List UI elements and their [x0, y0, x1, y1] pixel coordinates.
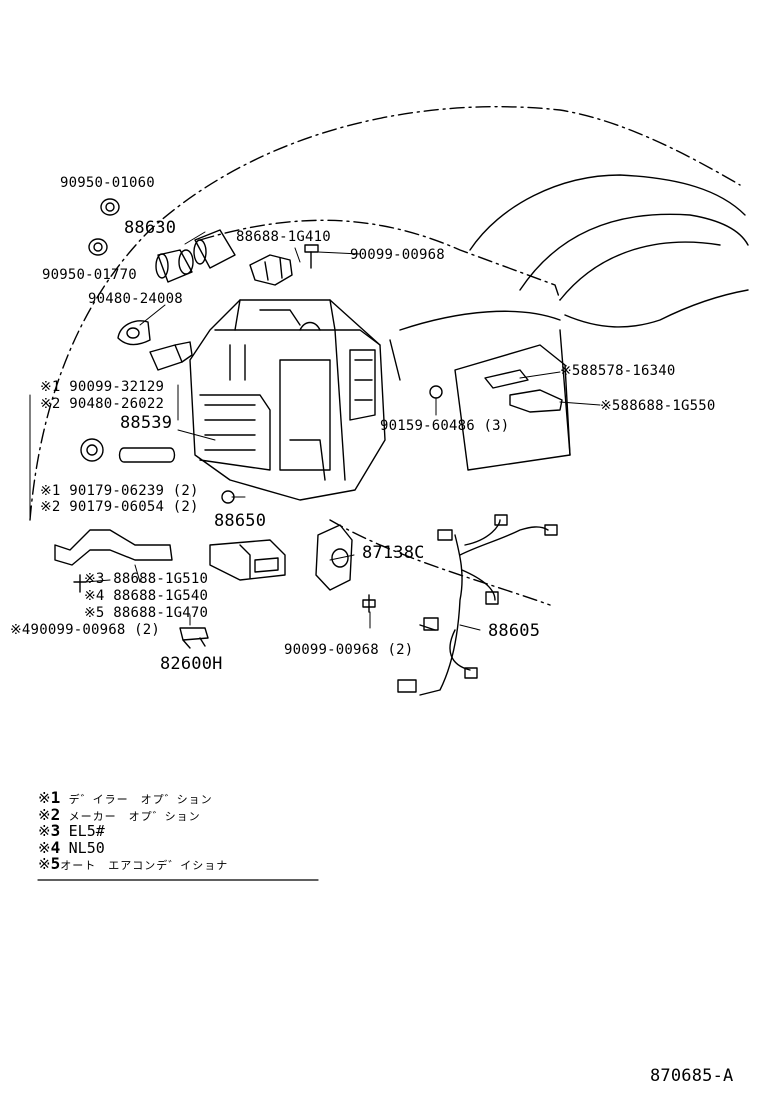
part-88688-1G410-a	[193, 229, 236, 269]
part-88539	[118, 447, 176, 463]
dashboard-outline	[29, 105, 741, 606]
callout-88688-1G550[interactable]: ※588688-1G550	[600, 398, 716, 414]
legend-text: NL50	[68, 838, 105, 857]
part-88688-1G550	[509, 389, 563, 413]
screw-90159-60486	[429, 385, 443, 399]
diagram-code: 870685-A	[650, 1066, 734, 1086]
callout-90099-00968[interactable]: 90099-00968	[350, 247, 445, 263]
callout-88688-1G410[interactable]: 88688-1G410	[236, 229, 331, 245]
part-88650	[209, 539, 286, 581]
callout-90950-01770[interactable]: 90950-01770	[42, 267, 137, 283]
legend-number: 2	[50, 804, 61, 824]
callout-90179-06054[interactable]: ※2 90179-06054 (2)	[40, 499, 199, 515]
callout-88539[interactable]: 88539	[120, 413, 173, 433]
legend-mark: ※	[38, 855, 51, 873]
legend-number: 4	[50, 837, 61, 857]
callout-90159-60486[interactable]: 90159-60486 (3)	[380, 418, 510, 434]
callout-88578-16340[interactable]: ※588578-16340	[560, 363, 676, 379]
callout-87138C[interactable]: 87138C	[362, 543, 425, 563]
wire-harness-88605	[397, 514, 558, 696]
callout-90099-32129[interactable]: ※1 90099-32129	[40, 379, 165, 395]
legend-mark: ※	[38, 838, 51, 857]
callout-88630[interactable]: 88630	[124, 218, 177, 238]
leader-lines	[29, 231, 601, 631]
callout-90099-00968-b[interactable]: 90099-00968 (2)	[284, 642, 414, 658]
legend-row: ※2 メーカー オプ゛ション	[38, 804, 228, 824]
screw-90099-00968-b	[362, 594, 376, 613]
part-82600H	[179, 627, 209, 649]
callout-88688-1G540[interactable]: ※4 88688-1G540	[84, 588, 209, 604]
legend-row: ※5オート エアコンデ゛イショナ	[38, 856, 228, 873]
callout-88650[interactable]: 88650	[214, 511, 267, 531]
callout-88688-1G470[interactable]: ※5 88688-1G470	[84, 605, 209, 621]
bracket-88688-1G510	[54, 529, 173, 593]
part-90480-26022	[80, 438, 104, 462]
legend-number: 5	[50, 854, 61, 873]
legend-row: ※1 デ゛イラー オプ゛ション	[38, 790, 228, 807]
callout-88605[interactable]: 88605	[488, 621, 541, 641]
legend-mark: ※	[38, 805, 51, 824]
legend-row: ※4 NL50	[38, 837, 228, 857]
callout-90480-26022[interactable]: ※2 90480-26022	[40, 396, 165, 412]
part-88630	[155, 249, 194, 283]
legend-text: オート エアコンデ゛イショナ	[60, 859, 229, 872]
part-90950-01060	[100, 198, 120, 216]
screw-90099-00968	[304, 244, 319, 269]
callout-90099-00968-2[interactable]: ※490099-00968 (2)	[10, 622, 160, 638]
footnote-legend: ※1 デ゛イラー オプ゛ション ※2 メーカー オプ゛ション ※3 EL5# ※…	[38, 790, 228, 873]
callout-88688-1G510[interactable]: ※3 88688-1G510	[84, 571, 209, 587]
part-90480-24008	[117, 320, 151, 346]
legend-text: EL5#	[68, 822, 105, 840]
part-90950-01770	[88, 238, 108, 256]
part-88578-16340	[484, 369, 529, 389]
callout-90950-01060[interactable]: 90950-01060	[60, 175, 155, 191]
legend-text: メーカー オプ゛ション	[68, 809, 201, 823]
part-88688-1G410-b	[249, 254, 293, 286]
legend-mark: ※	[38, 789, 51, 807]
legend-mark: ※	[38, 822, 51, 840]
callout-90480-24008[interactable]: 90480-24008	[88, 291, 183, 307]
callout-90179-06239[interactable]: ※1 90179-06239 (2)	[40, 483, 199, 499]
part-87138C	[315, 524, 353, 591]
legend-text: デ゛イラー オプ゛ション	[68, 793, 213, 806]
heater-unit	[189, 299, 386, 501]
legend-number: 1	[50, 788, 61, 807]
windshield-outline	[389, 174, 749, 471]
legend-row: ※3 EL5#	[38, 823, 228, 840]
legend-number: 3	[50, 821, 61, 840]
callout-82600H[interactable]: 82600H	[160, 654, 223, 674]
part-90099-32129	[149, 341, 193, 371]
